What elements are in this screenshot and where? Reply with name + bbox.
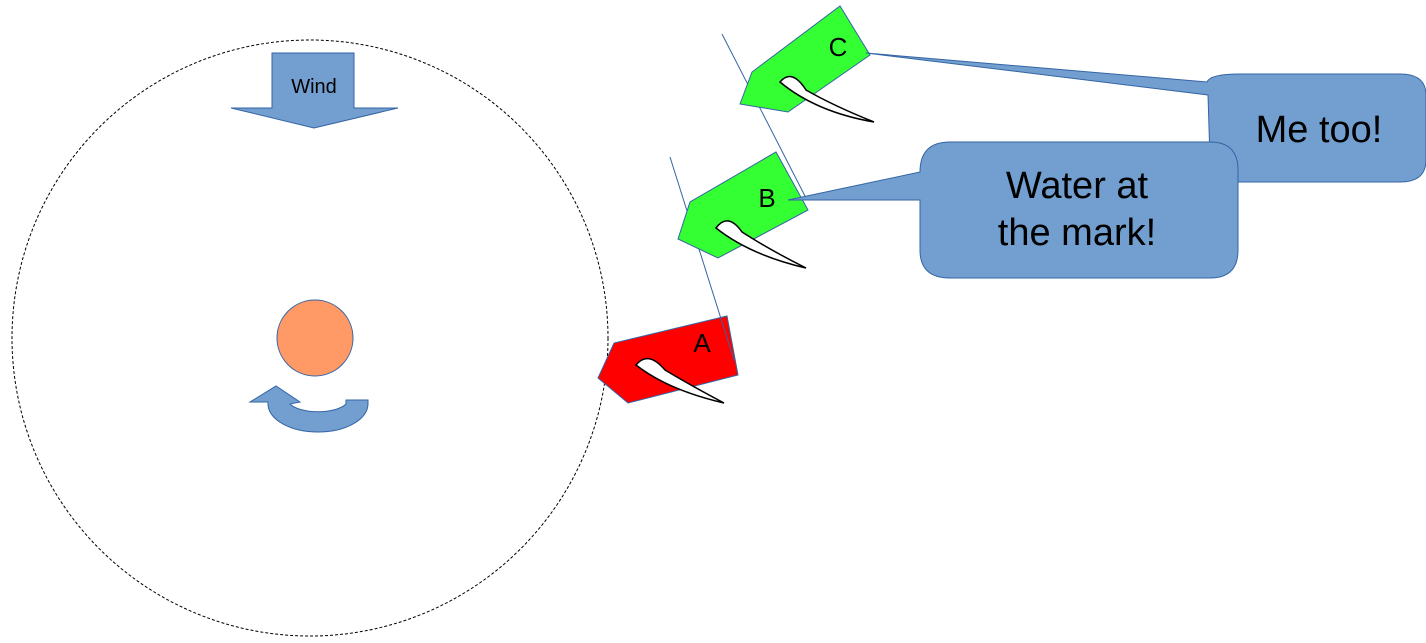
boat-b [677, 33, 809, 269]
wind-arrow-icon [230, 52, 399, 129]
zone-circle [11, 39, 609, 637]
callout-b-line2: the mark! [998, 212, 1156, 254]
callout-b [787, 141, 1239, 279]
rounding-direction-arrow-icon [248, 385, 369, 433]
boat-c-sail-icon [778, 75, 875, 123]
boat-a-sail-icon [634, 357, 725, 404]
callout-b-line1: Water at [1006, 165, 1149, 207]
boat-c [739, 5, 875, 123]
boat-a [597, 156, 739, 404]
boat-a-label: A [693, 328, 711, 358]
boat-b-label: B [758, 183, 775, 213]
boat-c-label: C [829, 32, 848, 62]
boat-a-overlap-line [669, 156, 735, 361]
mark-buoy-icon [276, 299, 354, 377]
callout-c-text: Me too! [1256, 109, 1383, 151]
boat-b-overlap-line [721, 33, 807, 199]
wind-label: Wind [291, 76, 337, 98]
boat-b-sail-icon [714, 220, 807, 269]
